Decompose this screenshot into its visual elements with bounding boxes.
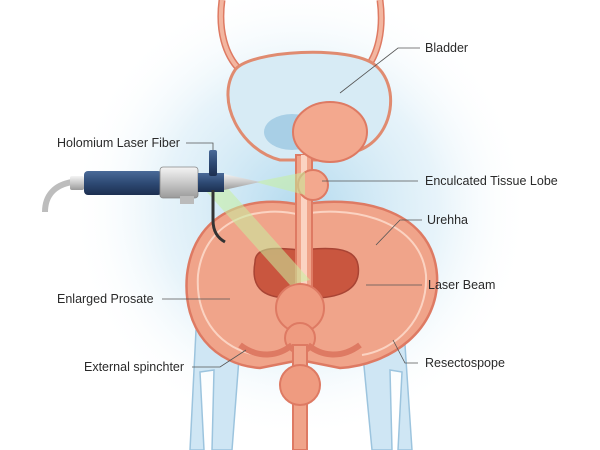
scope-collar — [159, 166, 199, 199]
label-laser-fiber: Holomium Laser Fiber — [57, 136, 180, 150]
scope-cable — [42, 179, 73, 213]
scope-body — [84, 171, 162, 195]
label-sphincter: External spinchter — [84, 360, 184, 374]
laser-beam — [205, 172, 310, 285]
label-laser-beam: Laser Beam — [428, 278, 495, 292]
label-tissue-lobe: Enculcated Tissue Lobe — [425, 174, 558, 188]
label-bladder: Bladder — [425, 41, 468, 55]
scope-tip — [224, 174, 260, 190]
urethra — [238, 154, 362, 450]
tissue-lobe-large — [292, 101, 368, 163]
laser-fiber — [211, 190, 226, 244]
label-prostate: Enlarged Prosate — [57, 292, 154, 306]
fiber-port — [209, 150, 217, 176]
label-urethra: Urehha — [427, 213, 468, 227]
resectoscope — [42, 150, 260, 244]
leader-lines — [162, 47, 422, 368]
label-resectoscope: Resectospope — [425, 356, 505, 370]
